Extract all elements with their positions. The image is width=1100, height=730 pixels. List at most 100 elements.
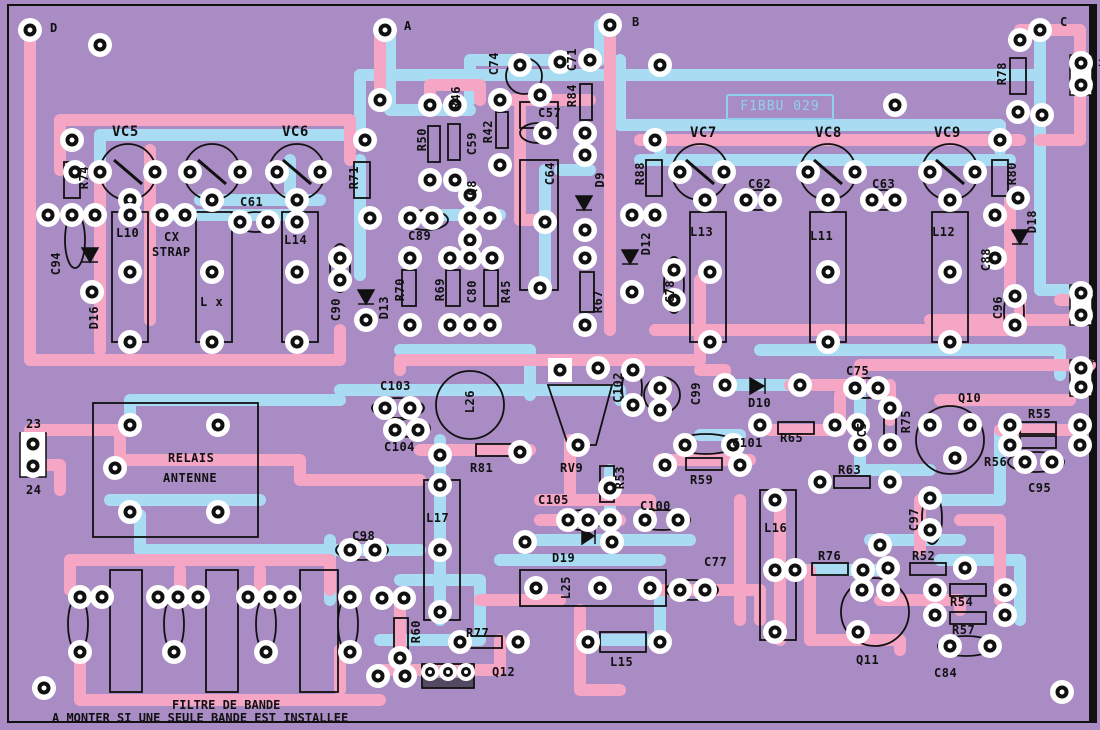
label-c80: C80 — [465, 280, 479, 304]
label-r67: R67 — [591, 290, 605, 314]
label-r60: R60 — [409, 620, 423, 644]
label-q12: Q12 — [492, 665, 516, 679]
label-r45: R45 — [499, 280, 513, 304]
label-c103: C103 — [380, 379, 411, 393]
label-d9: D9 — [593, 172, 607, 188]
label-c102: C102 — [611, 372, 625, 403]
pin-label: 23 — [26, 417, 42, 431]
label-r75: R75 — [899, 410, 913, 434]
pin-label: 5 — [1092, 287, 1098, 297]
label-c99: C99 — [689, 382, 703, 406]
component-outlines — [63, 57, 1065, 693]
label-r57: R57 — [952, 623, 976, 637]
label-vc7: VC7 — [690, 125, 717, 141]
label-vc8: VC8 — [815, 125, 842, 141]
label-l11: L11 — [810, 229, 834, 243]
label-d19: D19 — [552, 551, 576, 565]
trimmer-slots — [113, 158, 965, 186]
label-c59: C59 — [465, 132, 479, 156]
label-l15: L15 — [610, 655, 634, 669]
label-r80: R80 — [1005, 162, 1019, 186]
label-c88: C88 — [979, 248, 993, 272]
strap-label: CX — [164, 230, 180, 244]
label-d13: D13 — [377, 296, 391, 320]
label-c77: C77 — [704, 555, 728, 569]
footer-line-2: A MONTER SI UNE SEULE BANDE EST INSTALLE… — [52, 711, 349, 725]
label-c78: C78 — [663, 280, 677, 304]
board-title: F1BBU 029 — [726, 94, 834, 120]
label-l16: L16 — [764, 521, 788, 535]
label-l14: L14 — [284, 233, 308, 247]
label-d16: D16 — [87, 306, 101, 330]
relay-label: ANTENNE — [163, 471, 218, 485]
label-r84: R84 — [565, 84, 579, 108]
pin-label: 11 — [1092, 59, 1100, 69]
label-c90: C90 — [329, 298, 343, 322]
label-r56: R56 — [984, 455, 1008, 469]
label-q8: Q8 — [465, 180, 479, 196]
pin-label: 3 — [1092, 313, 1098, 323]
label-l12: L12 — [932, 225, 956, 239]
label-c101: C101 — [732, 436, 763, 450]
label-c64: C64 — [543, 162, 557, 186]
label-r69: R69 — [433, 278, 447, 302]
label-c63: C63 — [872, 177, 896, 191]
label-lx: L x — [200, 295, 224, 309]
label-c96: C96 — [991, 296, 1005, 320]
pin-label: 24 — [26, 483, 42, 497]
diodes — [80, 195, 1030, 546]
strap-label: STRAP — [152, 245, 191, 259]
footer-line-1: FILTRE DE BANDE — [172, 698, 281, 712]
label-d18: D18 — [1025, 210, 1039, 234]
label-c61: C61 — [240, 195, 264, 209]
label-r55: R55 — [1028, 407, 1052, 421]
relay-label: RELAIS — [168, 451, 215, 465]
label-l13: L13 — [690, 225, 714, 239]
label-r65: R65 — [780, 431, 804, 445]
corner-label-a: A — [404, 19, 412, 33]
label-c89: C89 — [408, 229, 432, 243]
label-r71: R71 — [347, 166, 361, 190]
label-c105: C105 — [538, 493, 569, 507]
label-r70: R70 — [393, 278, 407, 302]
label-c84: C84 — [934, 666, 958, 680]
label-c100: C100 — [640, 499, 671, 513]
label-l25: L25 — [559, 576, 573, 600]
label-c97: C97 — [907, 508, 921, 532]
label-c5: C5 — [855, 422, 869, 438]
label-d10: D10 — [748, 396, 772, 410]
label-r52: R52 — [912, 549, 936, 563]
label-r76: R76 — [818, 549, 842, 563]
label-r50: R50 — [415, 128, 429, 152]
label-r81: R81 — [470, 461, 494, 475]
label-vc5: VC5 — [112, 124, 139, 140]
label-r42: R42 — [481, 120, 495, 144]
label-r54: R54 — [950, 595, 974, 609]
label-l10: L10 — [116, 226, 140, 240]
label-c57: C57 — [538, 106, 562, 120]
label-l17: L17 — [426, 511, 450, 525]
label-c75: C75 — [846, 364, 870, 378]
corner-label-d: D — [50, 21, 58, 35]
label-c71: C71 — [565, 48, 579, 72]
label-vc9: VC9 — [934, 125, 961, 141]
label-c95: C95 — [1028, 481, 1052, 495]
label-c104: C104 — [384, 440, 415, 454]
label-r77: R77 — [466, 626, 490, 640]
label-rv9: RV9 — [560, 461, 584, 475]
label-vc6: VC6 — [282, 124, 309, 140]
label-r53: R53 — [613, 466, 627, 490]
label-d12: D12 — [639, 232, 653, 256]
label-c98: C98 — [352, 529, 376, 543]
pin-label: 1 — [1092, 355, 1098, 365]
pin-label: 2 — [1092, 85, 1098, 95]
label-c94: C94 — [49, 252, 63, 276]
label-c74: C74 — [487, 52, 501, 76]
label-r63: R63 — [838, 463, 862, 477]
label-r74: R74 — [77, 166, 91, 190]
corner-label-b: B — [632, 15, 640, 29]
label-c62: C62 — [748, 177, 772, 191]
label-r78: R78 — [995, 62, 1009, 86]
